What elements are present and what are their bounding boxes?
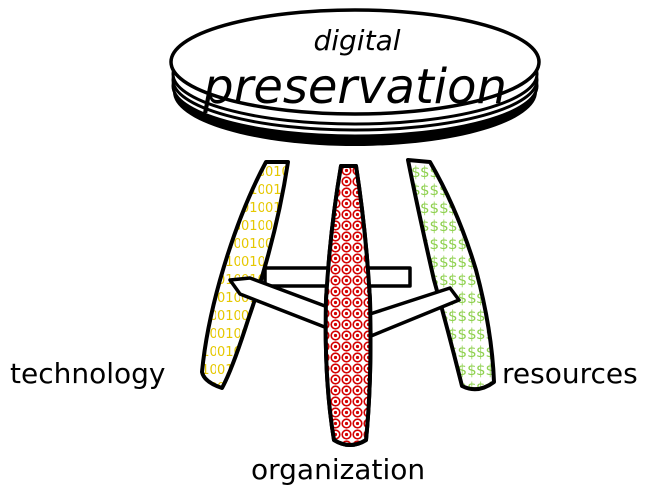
seat-title-line1: digital [313, 24, 400, 57]
label-technology: technology [10, 357, 166, 390]
leg-organization-front [323, 164, 373, 447]
leg-technology [200, 160, 290, 390]
leg-resources [406, 158, 496, 392]
label-resources: resources [502, 357, 638, 390]
seat-title-line2: preservation [202, 59, 507, 115]
label-organization: organization [251, 453, 426, 486]
seat-top [169, 8, 541, 116]
